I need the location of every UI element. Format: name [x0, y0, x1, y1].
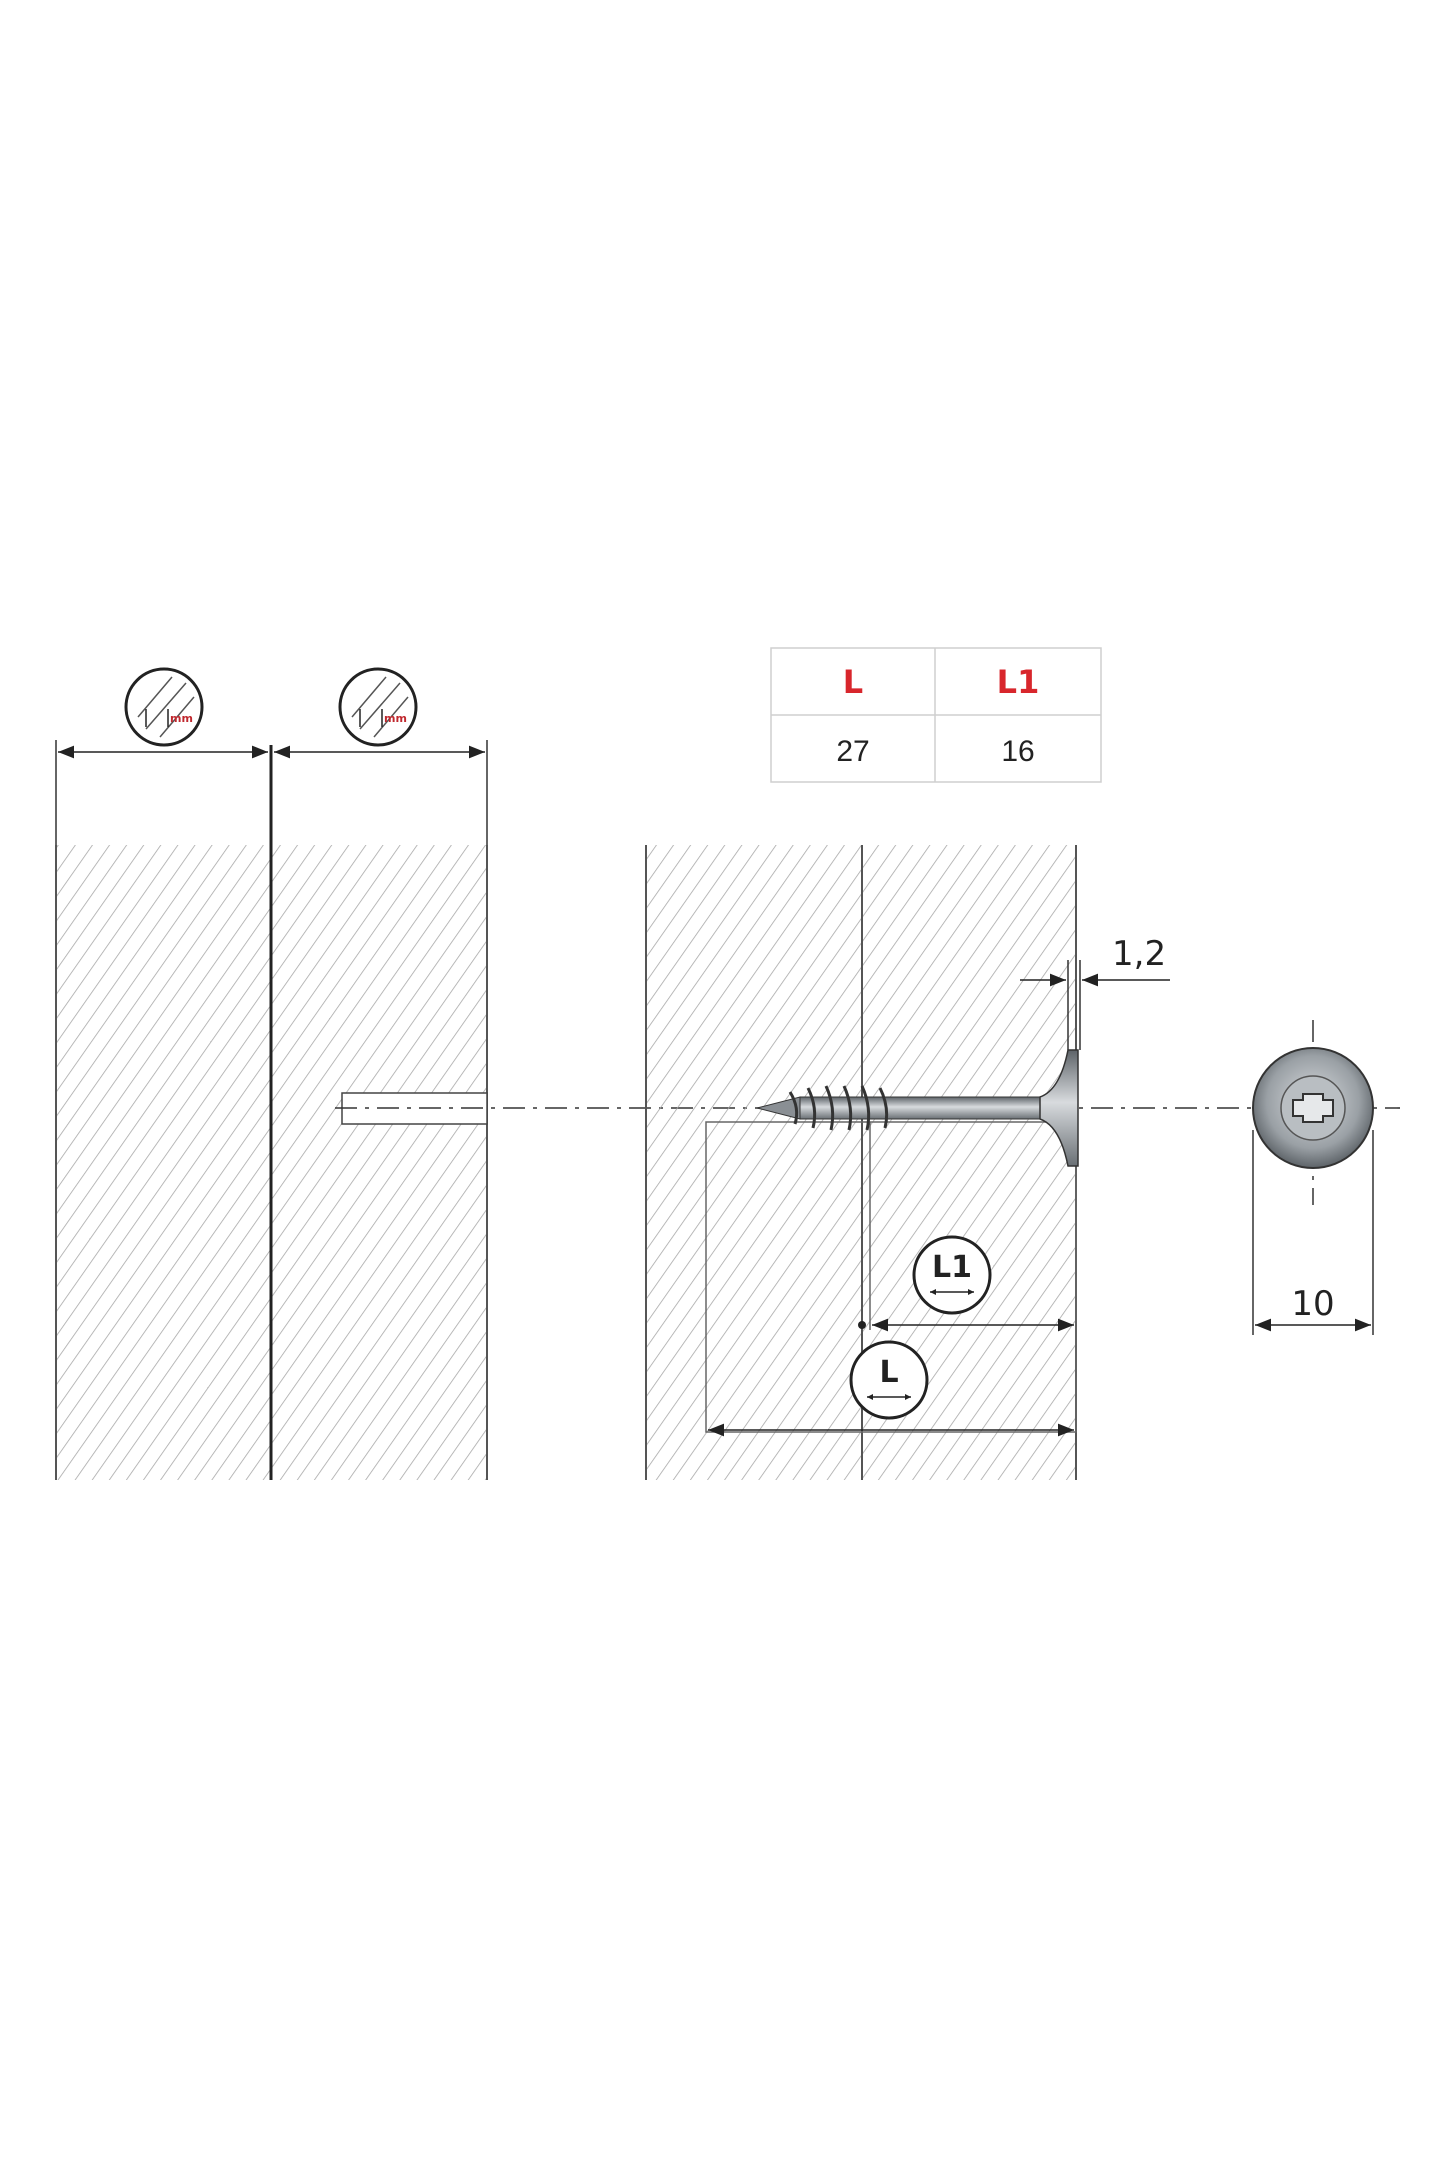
thickness-symbol-icon-2: mm	[338, 667, 418, 747]
L1-origin-dot	[858, 1321, 866, 1329]
right-panel-group: 1,2 L1 L	[645, 845, 1170, 1480]
left-board-1	[56, 845, 270, 1480]
dimension-table: L L1 27 16	[770, 647, 1102, 783]
table-header-L: L	[843, 663, 863, 701]
L-circle-label: L	[879, 1355, 898, 1390]
L1-circle-label: L1	[932, 1250, 972, 1285]
table-value-L: 27	[836, 735, 869, 768]
mm-label-2: mm	[384, 712, 407, 725]
screw-icon	[756, 1049, 1079, 1167]
left-board-2	[271, 845, 487, 1480]
head-thickness-label: 1,2	[1112, 934, 1166, 974]
torx-recess-icon	[1292, 1093, 1334, 1123]
left-panel-group: mm mm	[55, 667, 488, 1480]
head-diameter-label: 10	[1291, 1284, 1334, 1324]
table-value-L1: 16	[1001, 735, 1034, 768]
thickness-symbol-icon-1: mm	[124, 667, 204, 747]
table-header-L1: L1	[997, 663, 1040, 701]
right-board-1	[646, 845, 862, 1480]
L-circle-icon: L	[849, 1340, 929, 1420]
L1-circle-icon: L1	[912, 1235, 992, 1315]
screw-head-front-view: 10	[1252, 1020, 1374, 1335]
mm-label-1: mm	[170, 712, 193, 725]
